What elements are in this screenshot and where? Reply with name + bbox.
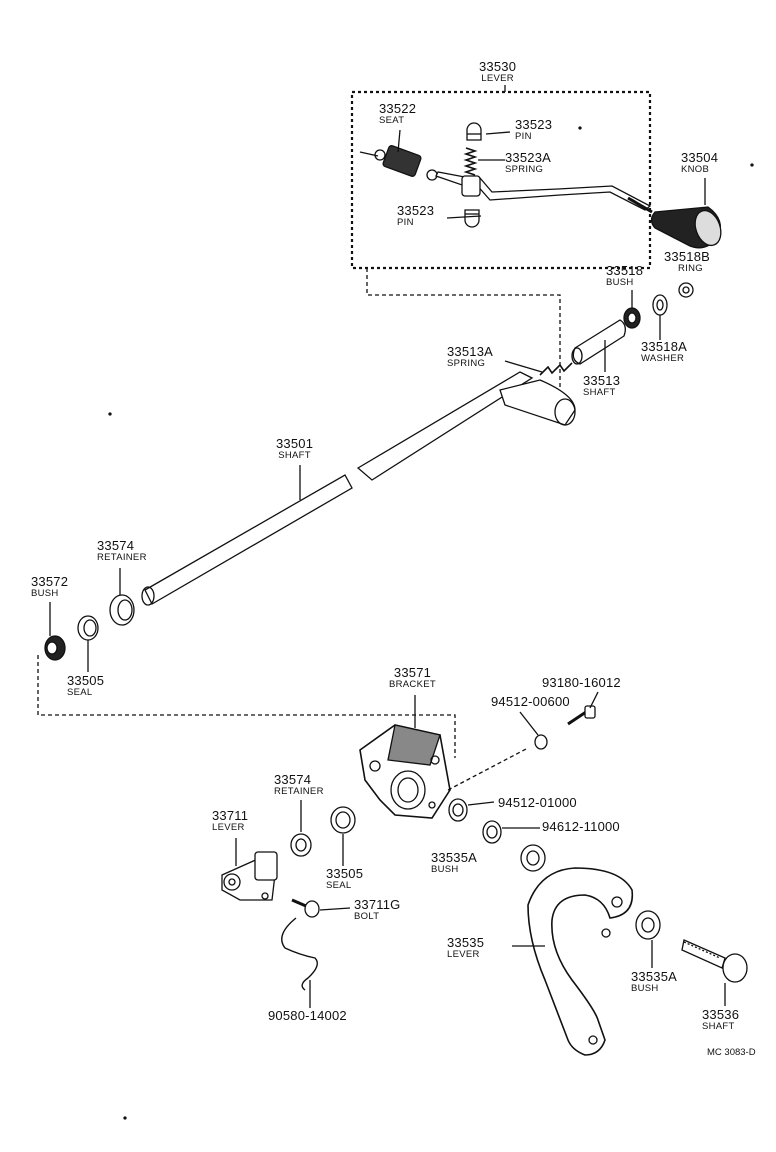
figure-code: MC 3083-D [707, 1047, 756, 1058]
ring-part [678, 282, 694, 298]
small-lever-part [221, 851, 278, 901]
part-label-94512-01000: 94512-01000 [498, 795, 577, 810]
wire-part [281, 917, 318, 991]
spring-top-part [463, 147, 478, 176]
pin-top-part [466, 122, 482, 141]
short-shaft-part [571, 319, 626, 365]
lock-washer-part [448, 798, 468, 822]
bolt-bracket-part [567, 705, 596, 726]
washer-part [652, 294, 668, 316]
lever-to-shaft-dashed-line [366, 268, 561, 405]
nut-part [534, 734, 548, 750]
part-label-94612-11000: 94612-11000 [542, 819, 620, 834]
main-lever-part [527, 867, 634, 1056]
main-shaft-lower-part [141, 474, 353, 606]
part-label-93180: 93180-16012 [542, 675, 621, 690]
retainer-top-part [109, 594, 135, 626]
bush-lower-bottom-part [635, 910, 661, 940]
spring-small-part [539, 362, 573, 376]
seal-top-part [77, 615, 99, 641]
lever-assembly-box [350, 90, 652, 270]
bracket-part [359, 724, 451, 819]
retainer-bottom-part [290, 833, 312, 857]
seal-bottom-part [330, 806, 356, 834]
knob-part [650, 206, 722, 249]
part-label-94512-00600: 94512-00600 [491, 694, 570, 709]
lever-arm-part [426, 169, 653, 214]
part-label-90580: 90580-14002 [268, 1008, 347, 1023]
bolt-lever-part [291, 898, 320, 918]
main-shaft-upper-part [356, 371, 576, 481]
bush-to-bracket-dashed-line [37, 655, 456, 758]
lower-shaft-part [681, 939, 748, 983]
bush-lower-top-part [520, 844, 546, 872]
pin-bottom-part [464, 209, 480, 228]
washer-lower-part [482, 820, 502, 844]
seat-part [359, 145, 422, 177]
